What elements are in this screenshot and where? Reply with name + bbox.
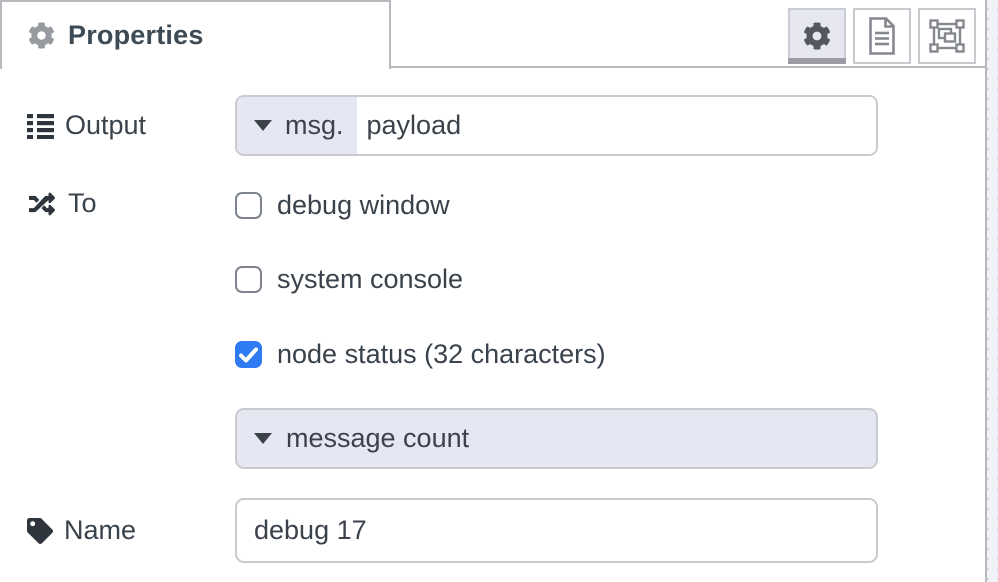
checkbox-system-console[interactable]: system console: [235, 264, 878, 295]
node-name-input[interactable]: [235, 498, 878, 563]
tab-properties[interactable]: Properties: [0, 0, 391, 69]
checkbox-node-status[interactable]: node status (32 characters): [235, 339, 878, 370]
properties-tab-button[interactable]: [788, 8, 846, 64]
output-label-text: Output: [65, 110, 147, 140]
edit-toolbar: [788, 8, 976, 64]
description-tab-button[interactable]: [853, 8, 911, 64]
status-type-selected-option: message count: [286, 423, 470, 453]
tab-label: Properties: [68, 20, 204, 50]
status-type-dropdown[interactable]: message count: [235, 408, 878, 469]
gear-icon: [28, 22, 55, 49]
file-text-icon: [869, 17, 895, 55]
name-field: [235, 498, 878, 563]
appearance-tab-button[interactable]: [918, 8, 976, 64]
gear-icon: [804, 22, 830, 50]
typed-input-type-button[interactable]: msg.: [237, 97, 357, 154]
name-label-text: Name: [64, 515, 137, 545]
checkbox-label: system console: [277, 264, 464, 294]
tabbar-bottom-border: [391, 66, 986, 68]
chevron-down-icon: [254, 120, 272, 131]
typed-input-type-label: msg.: [285, 110, 344, 140]
to-field-label: To: [27, 188, 97, 218]
check-icon: [239, 347, 258, 362]
panel-right-border: [985, 0, 987, 582]
checkbox-icon: [235, 341, 262, 368]
appearance-icon: [929, 19, 965, 53]
checkbox-icon: [235, 192, 262, 219]
checkbox-label: debug window: [277, 190, 450, 220]
chevron-down-icon: [254, 433, 272, 444]
output-typed-input: msg.: [235, 95, 878, 156]
to-label-text: To: [68, 188, 97, 218]
output-field-label: Output: [27, 95, 146, 156]
list-icon: [27, 113, 54, 139]
name-field-label: Name: [27, 498, 136, 563]
checkbox-icon: [235, 266, 262, 293]
checkbox-debug-window[interactable]: debug window: [235, 190, 878, 221]
tag-icon: [27, 517, 53, 544]
shuffle-icon: [29, 192, 56, 215]
workspace-grid-strip: [987, 0, 998, 582]
output-property-input[interactable]: [356, 97, 876, 154]
checkbox-label: node status (32 characters): [277, 339, 606, 369]
